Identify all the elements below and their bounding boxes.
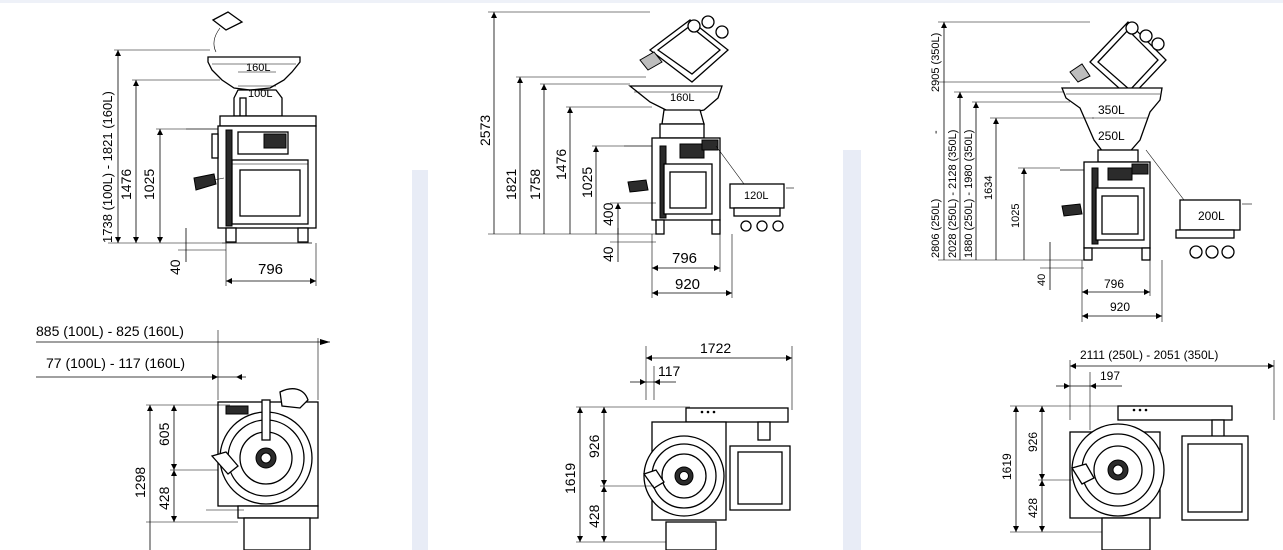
panel1-side-view: 160L 100L 1738 (100L) - 1821 (160L) 1476…	[100, 11, 317, 286]
p3-dim-top-width: 2111 (250L) - 2051 (350L)	[1080, 348, 1218, 362]
p1-dim-total-height: 1738 (100L) - 1821 (160L)	[100, 91, 115, 243]
p2-dim-height-max: 2573	[477, 115, 493, 146]
p1-dim-depth: 1298	[132, 467, 148, 498]
p3-dim-height-max: 2905 (350L)	[930, 33, 942, 92]
p2-dim-top-lower: 428	[586, 504, 602, 528]
p3-dim-top-depth: 1619	[1000, 453, 1014, 480]
p2-dim-height-2: 1758	[527, 169, 543, 200]
panel-divider-2	[843, 150, 861, 550]
p3-dim-height-3: 1880 (250L) - 1980 (350L)	[963, 130, 975, 258]
p3-dim-top-upper: 926	[1026, 432, 1040, 452]
p3-dim-leg: 40	[1036, 274, 1048, 286]
p3-dim-top-offset: 197	[1100, 369, 1120, 383]
p1-dim-width: 796	[258, 261, 283, 278]
p2-dim-top-offset: 117	[658, 363, 681, 379]
p3-dim-top-lower: 428	[1026, 498, 1040, 518]
p1-hopper-label-small: 100L	[248, 88, 272, 100]
panel3-side-view: 350L 250L 200L	[930, 21, 1252, 322]
panel1-top-view: 885 (100L) - 825 (160L) 77 (100L) - 117 …	[36, 323, 330, 550]
panel-divider-1	[412, 170, 428, 550]
p3-dim-height-250: 2806 (250L)	[930, 199, 942, 258]
p2-dim-leg: 40	[600, 246, 616, 262]
p3-dim-width-outer: 920	[1110, 300, 1130, 314]
p2-dim-top-depth: 1619	[562, 463, 578, 494]
p2-dim-height-low: 400	[600, 202, 616, 226]
p1-dim-overall-width: 885 (100L) - 825 (160L)	[36, 323, 184, 339]
p3-trolley-label: 200L	[1198, 209, 1225, 223]
panel2-side-view: 160L 120L	[477, 11, 794, 298]
p2-dim-top-width: 1722	[700, 340, 731, 356]
p3-dim-pump-height: 1025	[1010, 204, 1022, 228]
p1-dim-upper: 605	[156, 422, 172, 446]
p1-dim-lower: 428	[156, 486, 172, 510]
p1-hopper-label-large: 160L	[246, 62, 270, 74]
p2-dim-top-upper: 926	[586, 434, 602, 458]
p3-hopper-label-large: 350L	[1098, 103, 1125, 117]
p2-dim-height-1: 1821	[503, 169, 519, 200]
p2-dim-pump-height: 1025	[579, 167, 595, 198]
panel3-top-view: 2111 (250L) - 2051 (350L) 197 1619 926	[1000, 348, 1275, 550]
panel-divider-top	[0, 0, 1283, 3]
p3-dim-width-inner: 796	[1104, 277, 1124, 291]
p1-dim-offset: 77 (100L) - 117 (160L)	[46, 355, 185, 371]
p2-hopper-label: 160L	[670, 92, 694, 104]
p3-dim-dash: -	[930, 130, 942, 134]
p1-dim-hopper-height: 1476	[118, 169, 134, 200]
p1-dim-pump-height: 1025	[141, 169, 157, 200]
p2-dim-width-inner: 796	[672, 250, 697, 267]
p2-dim-width-outer: 920	[675, 276, 700, 293]
p2-trolley-label: 120L	[744, 190, 768, 202]
p1-dim-leg: 40	[167, 259, 183, 275]
p3-dim-height-4: 1634	[983, 176, 995, 200]
p3-dim-height-2: 2028 (250L) - 2128 (350L)	[947, 130, 959, 258]
p3-hopper-label-small: 250L	[1098, 129, 1125, 143]
panel2-top-view: 1722 117 1619 926 428	[562, 340, 793, 550]
p2-dim-height-3: 1476	[553, 149, 569, 180]
